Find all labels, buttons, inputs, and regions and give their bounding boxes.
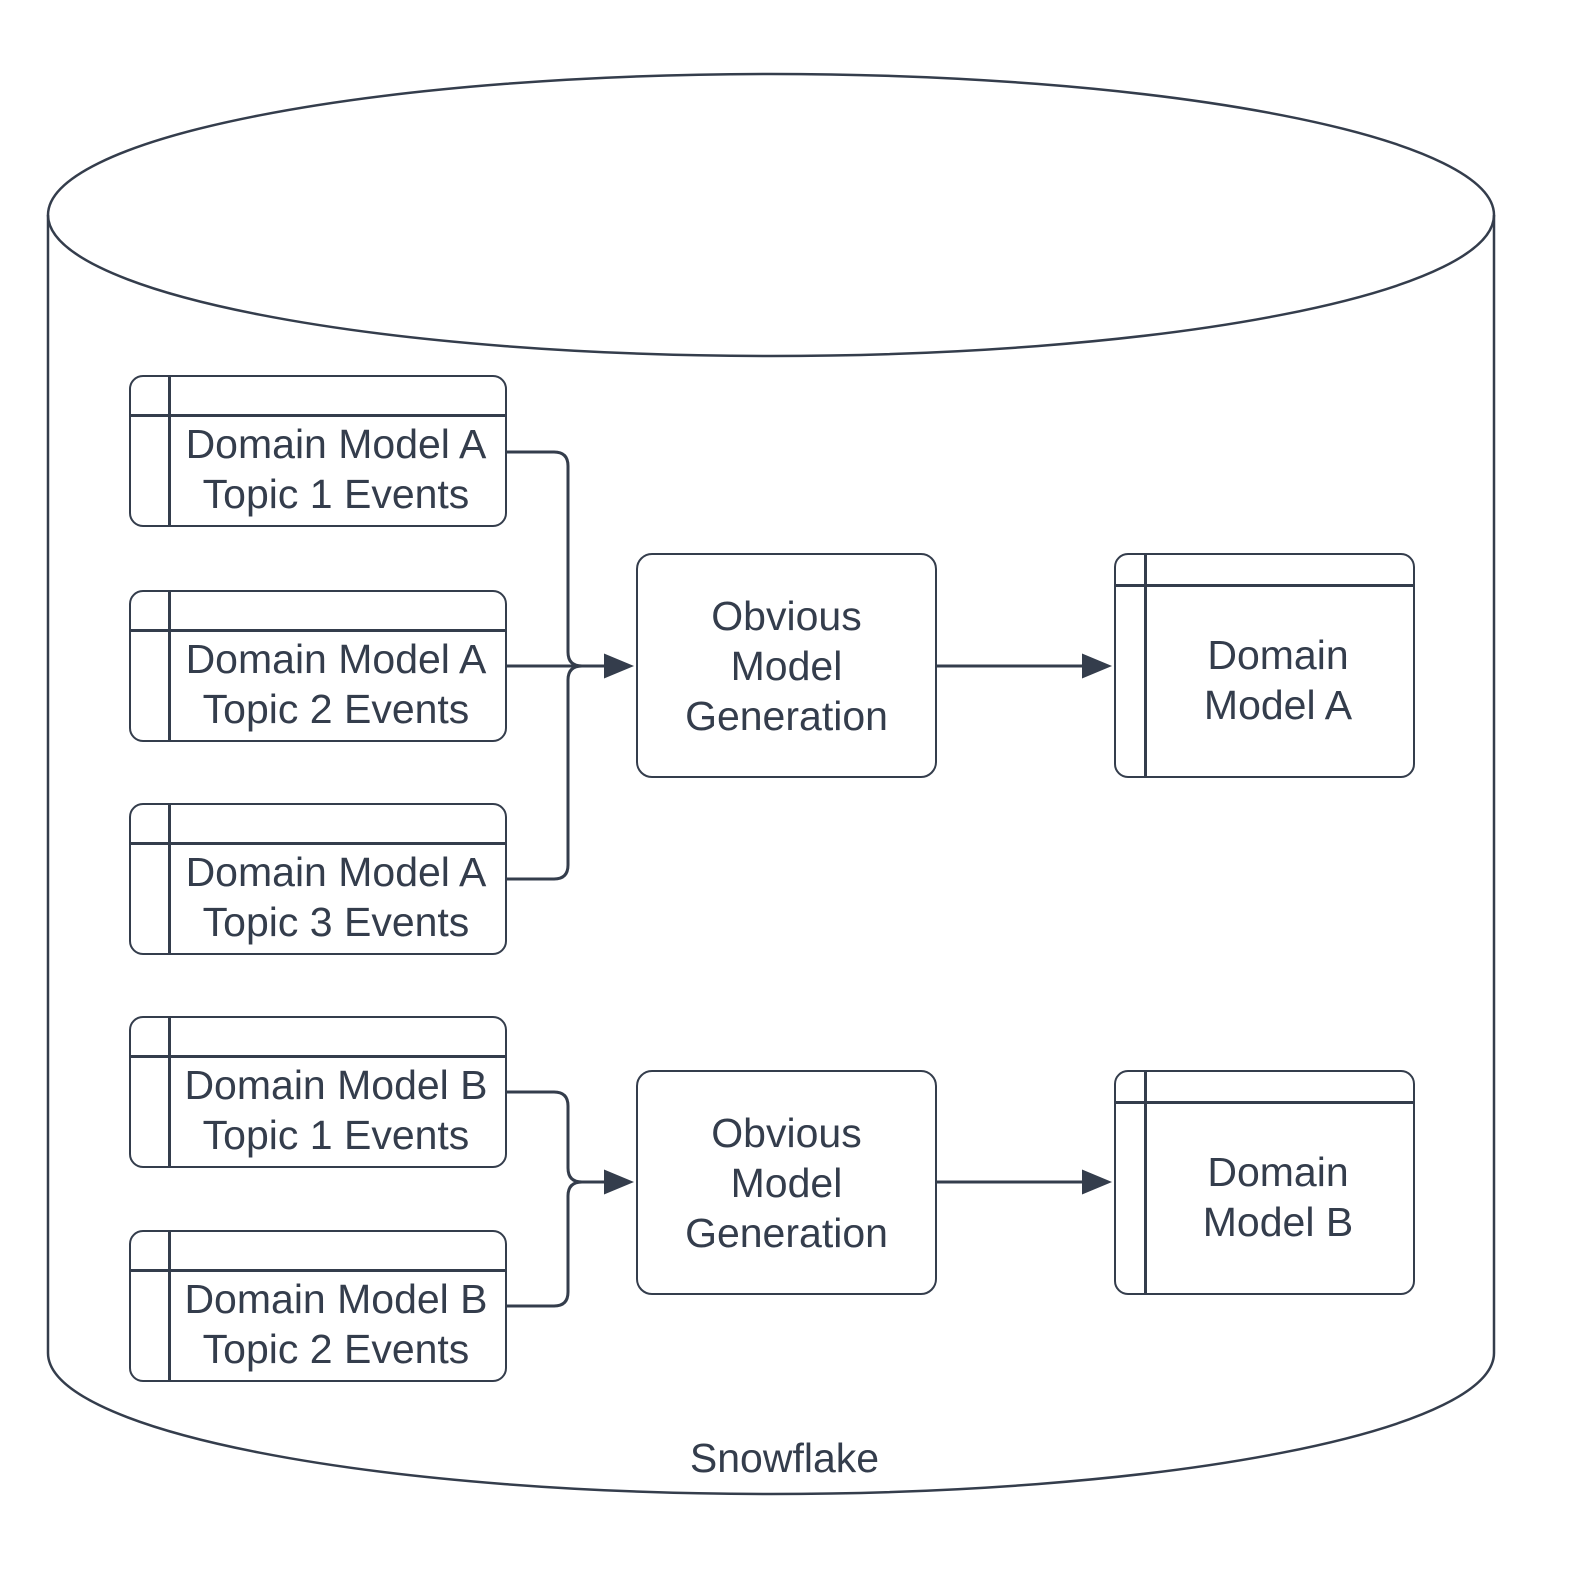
cylinder-top-ellipse: [46, 72, 1496, 358]
connector-a-topic3: [507, 664, 583, 881]
snowflake-cylinder: [46, 72, 1496, 1496]
table-column-divider: [1144, 1072, 1147, 1293]
arrowhead-b-into-output: [1082, 1169, 1112, 1195]
table-column-divider: [168, 1018, 171, 1166]
output-table-b-label: Domain Model B: [1202, 1148, 1354, 1245]
table-header-divider: [131, 629, 505, 632]
source-table-b-topic1: Domain Model B Topic 1 Events: [129, 1016, 507, 1168]
arrowhead-b-into-process: [604, 1169, 634, 1195]
source-table-a-topic3: Domain Model A Topic 3 Events: [129, 803, 507, 955]
connector-b-topic1: [507, 1090, 604, 1184]
table-header-divider: [131, 1269, 505, 1272]
source-table-b-topic2: Domain Model B Topic 2 Events: [129, 1230, 507, 1382]
source-table-a-topic3-label: Domain Model A Topic 3 Events: [185, 849, 487, 945]
snowflake-label: Snowflake: [689, 1435, 880, 1481]
cylinder-body: [46, 215, 1496, 1496]
source-table-a-topic1: Domain Model A Topic 1 Events: [129, 375, 507, 527]
source-table-a-topic2: Domain Model A Topic 2 Events: [129, 590, 507, 742]
output-table-a-label: Domain Model A: [1203, 631, 1353, 728]
table-column-divider: [168, 377, 171, 525]
source-table-a-topic2-label: Domain Model A Topic 2 Events: [185, 636, 487, 732]
process-box-b: Obvious Model Generation: [636, 1070, 937, 1295]
table-column-divider: [168, 592, 171, 740]
table-header-divider: [1116, 1101, 1413, 1104]
table-header-divider: [1116, 584, 1413, 587]
connector-a-topic1: [507, 450, 583, 668]
output-table-b: Domain Model B: [1114, 1070, 1415, 1295]
source-table-a-topic1-label: Domain Model A Topic 1 Events: [185, 421, 487, 517]
arrowhead-a-into-process: [604, 653, 634, 679]
table-header-divider: [131, 414, 505, 417]
table-header-divider: [131, 1055, 505, 1058]
arrowhead-a-into-output: [1082, 653, 1112, 679]
source-table-b-topic2-label: Domain Model B Topic 2 Events: [184, 1276, 488, 1372]
table-header-divider: [131, 842, 505, 845]
connector-b-topic2: [507, 1180, 583, 1308]
output-table-a: Domain Model A: [1114, 553, 1415, 778]
table-column-divider: [1144, 555, 1147, 776]
process-box-a: Obvious Model Generation: [636, 553, 937, 778]
table-column-divider: [168, 1232, 171, 1380]
source-table-b-topic1-label: Domain Model B Topic 1 Events: [184, 1062, 488, 1158]
table-column-divider: [168, 805, 171, 953]
